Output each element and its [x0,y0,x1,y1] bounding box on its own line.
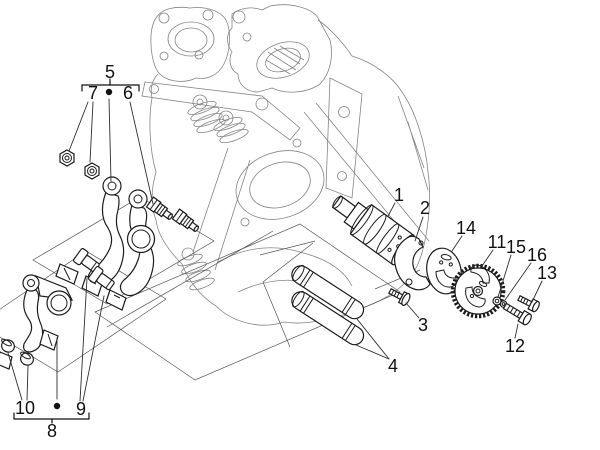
leader-line-part-11 [481,249,494,267]
leader-line-part-10 [7,352,23,401]
leader-line-part-1 [387,202,396,217]
leader-line-part-7 [68,101,89,152]
leader-line-part-15 [497,254,512,298]
cylinder-head-sketch [141,4,430,326]
leader-line-part-3 [405,302,420,319]
leader-line-part-14 [451,235,463,252]
part-label-9: 9 [76,399,86,419]
rocker-shaft-pin-lower [291,290,365,346]
group-label-5: 5 [105,62,115,82]
part-label-3: 3 [418,315,428,335]
valve-adjuster-2 [171,208,199,232]
part-label-16: 16 [527,245,547,265]
leader-line-part-6 [129,101,154,205]
valve-cap-1 [1,338,15,353]
lower-rocker-assembly [0,263,79,370]
leader-line-part-9 [82,295,105,402]
part-label-12: 12 [505,336,525,356]
leader-line-part-4 [356,318,390,360]
assembly-dot-group-5 [105,88,113,96]
part-label-2: 2 [420,198,430,218]
part-label-14: 14 [456,218,476,238]
part-label-7: 7 [88,83,98,103]
part-label-6: 6 [123,83,133,103]
camshaft-sprocket [450,263,506,319]
leader-line-part-4 [355,344,390,360]
valve-adjuster-1 [145,196,173,220]
adjuster-nut-1 [59,149,75,167]
leader-line-dot-group-5 [108,98,112,182]
valve-pin-1 [73,248,100,273]
valve-cap-2 [20,351,34,366]
upper-rocker-assembly [81,176,156,311]
rocker-shaft-pin-upper [291,264,365,320]
fixing-screw [388,287,411,306]
adjuster-nut-2 [84,162,100,180]
leader-line-part-10 [26,365,29,401]
part-label-1: 1 [394,185,404,205]
leader-line-part-12 [514,323,519,339]
leader-line-part-9 [79,277,88,402]
group-label-8: 8 [47,421,57,441]
valve-pin-2 [88,266,115,291]
part-label-11: 11 [488,232,507,252]
washer [492,296,502,306]
part-label-4: 4 [388,356,398,376]
leader-line-part-16 [504,262,532,301]
retainer-plate [393,235,431,291]
leader-line-part-7 [89,101,94,163]
assembly-dot-group-8 [53,402,61,410]
leader-line-part-2 [414,216,424,242]
short-bolt [517,294,540,313]
leader-line-part-13 [531,280,543,303]
decompressor-disc [426,247,462,295]
part-label-15: 15 [506,237,526,257]
long-bolt [502,302,532,326]
part-label-10: 10 [15,398,35,418]
part-label-13: 13 [537,263,557,283]
